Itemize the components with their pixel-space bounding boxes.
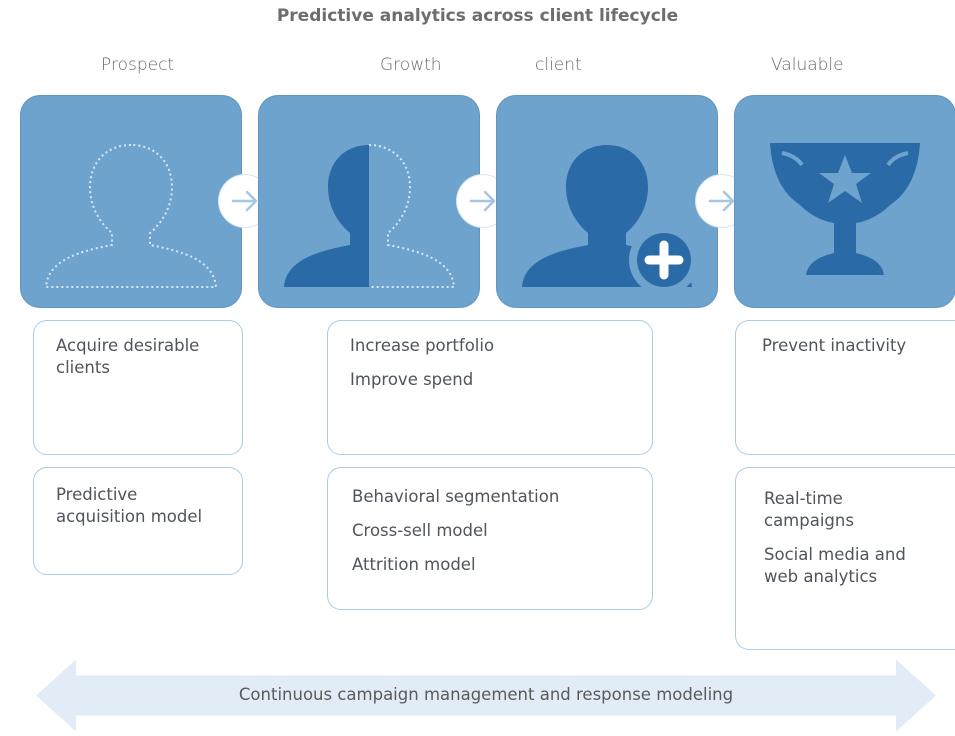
- models-box-prospect: Predictive acquisition model: [33, 467, 243, 575]
- objectives-box-prospect: Acquire desirable clients: [33, 320, 243, 455]
- stage-label-prospect: Prospect: [101, 55, 175, 75]
- objective-item: Acquire desirable clients: [56, 336, 200, 377]
- objective-item: Improve spend: [350, 370, 474, 389]
- model-item: Social media and web analytics: [764, 545, 906, 586]
- model-item: Predictive acquisition model: [56, 485, 203, 526]
- double-headed-arrow-icon: [36, 659, 936, 732]
- stage-label-growth: Growth: [380, 55, 442, 75]
- model-item: Behavioral segmentation: [352, 487, 560, 506]
- half-filled-person-icon: [284, 144, 456, 288]
- tile-client: [496, 95, 718, 308]
- banner-text: Continuous campaign management and respo…: [238, 685, 734, 704]
- objective-item: Increase portfolio: [350, 336, 495, 355]
- model-item: Attrition model: [352, 555, 476, 574]
- trophy-star-icon: [770, 143, 920, 275]
- tile-growth: [258, 95, 480, 308]
- objective-item: Prevent inactivity: [762, 336, 907, 355]
- stage-label-client: client: [535, 55, 582, 75]
- tile-valuable: [734, 95, 955, 308]
- objectives-box-valuable: Prevent inactivity: [735, 320, 955, 455]
- stage-label-valuable: Valuable: [771, 55, 844, 75]
- model-item: Real-time campaigns: [764, 489, 854, 530]
- models-box-growth: Behavioral segmentation Cross-sell model…: [327, 467, 653, 610]
- dotted-person-outline-icon: [44, 143, 218, 288]
- diagram-title: Predictive analytics across client lifec…: [276, 6, 679, 26]
- model-item: Cross-sell model: [352, 521, 488, 540]
- objectives-box-growth: Increase portfolio Improve spend: [327, 320, 653, 455]
- person-plus-icon: [522, 145, 699, 295]
- tile-prospect: [20, 95, 242, 308]
- models-box-valuable: Real-time campaigns Social media and web…: [735, 467, 955, 650]
